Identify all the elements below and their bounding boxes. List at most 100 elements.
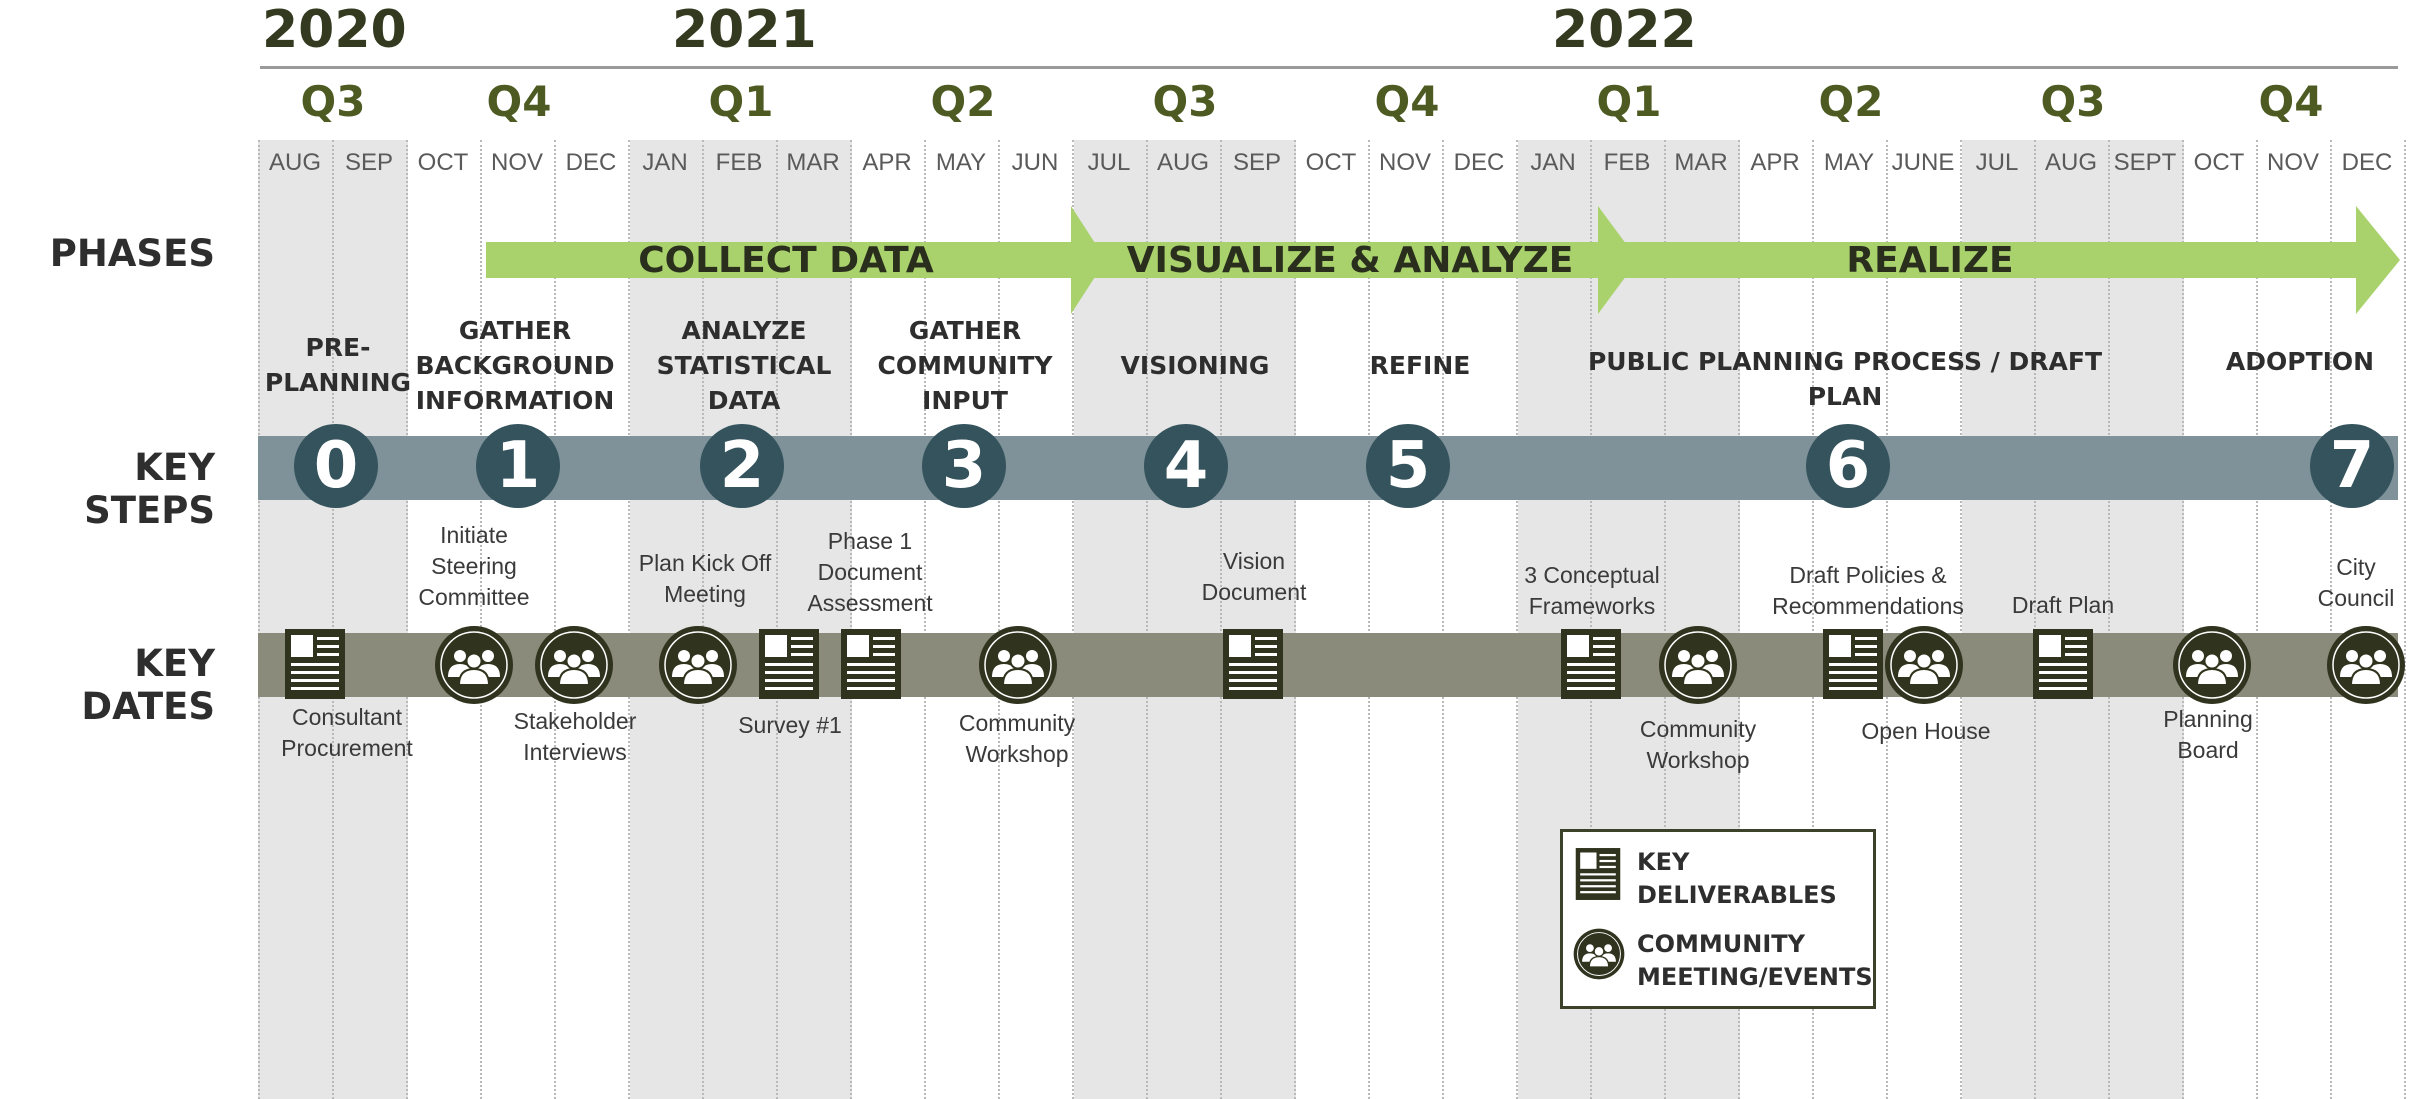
key-date-label: Open House [1861,718,1991,744]
step-circle: 7 [2310,424,2394,508]
month-gridline [1146,140,1148,1099]
month-label: MAR [786,149,840,176]
quarter-label: Q4 [486,77,552,126]
document-icon [2032,628,2094,700]
key-date-label: Phase 1 Document Assessment [807,528,933,616]
step-circle: 5 [1366,424,1450,508]
year-label: 2021 [672,0,817,60]
step-circle: 3 [922,424,1006,508]
document-icon [1222,628,1284,700]
step-circle: 0 [294,424,378,508]
month-label: FEB [715,149,763,176]
step-label: VISIONING [1120,350,1270,380]
key-date-label: Consultant Procurement [281,704,413,761]
month-gridline [1294,140,1296,1099]
month-gridline [1812,140,1814,1099]
month-label: NOV [1378,149,1431,176]
step-label: REFINE [1369,350,1471,380]
month-label: JUNE [1891,149,1955,176]
month-label: OCT [2193,149,2245,176]
month-label: APR [862,149,912,176]
quarter-band-2021-q3 [1074,140,1296,1099]
month-label: JUL [1975,149,2019,176]
month-gridline [628,140,630,1099]
month-label: JAN [1530,149,1576,176]
key-date-label: Community Workshop [1639,716,1757,773]
month-label: MAR [1674,149,1728,176]
quarter-label: Q2 [1818,77,1884,126]
month-gridline [1220,140,1222,1099]
key-date-label: City Council [2317,554,2395,611]
legend-label-deliverables: KEY DELIVERABLES [1637,848,1837,909]
document-icon [758,628,820,700]
legend: KEY DELIVERABLES COMMUNITY MEETING/EVENT… [1560,829,1876,1009]
people-icon [434,625,514,705]
quarter-label: Q3 [300,77,366,126]
phase-arrow-realize [1606,206,2400,314]
month-gridline [776,140,778,1099]
month-gridline [1442,140,1444,1099]
people-icon [534,625,614,705]
key-date-label: Draft Plan [2011,592,2115,618]
month-gridline [2330,140,2332,1099]
phase-arrow-collect-data [486,206,1106,314]
key-date-label: Vision Document [1201,548,1307,605]
document-icon [1575,846,1621,902]
month-label: NOV [490,149,543,176]
year-label: 2020 [262,0,407,60]
month-label: SEPT [2113,149,2177,176]
legend-label-meetings: COMMUNITY MEETING/EVENTS [1637,930,1873,991]
key-date-label: Community Workshop [958,710,1076,767]
month-gridline [1368,140,1370,1099]
people-icon [2326,625,2406,705]
quarter-band-2021-q1 [630,140,852,1099]
people-icon [658,625,738,705]
month-gridline [1590,140,1592,1099]
quarter-label: Q4 [2258,77,2324,126]
step-label: ANALYZE STATISTICAL DATA [656,315,832,415]
month-label: SEP [1232,149,1282,176]
quarter-label: Q3 [1152,77,1218,126]
month-label: DEC [565,149,617,176]
month-gridline [702,140,704,1099]
month-gridline [2256,140,2258,1099]
people-icon [2172,625,2252,705]
quarter-label: Q3 [2040,77,2106,126]
key-date-label: Plan Kick Off Meeting [638,550,772,607]
key-date-label: Initiate Steering Committee [418,522,530,610]
quarter-label: Q2 [930,77,996,126]
year-label: 2022 [1552,0,1697,60]
row-label-phases: PHASES [49,232,215,275]
quarter-label: Q4 [1374,77,1440,126]
month-gridline [554,140,556,1099]
month-gridline [332,140,334,1099]
month-gridline [924,140,926,1099]
month-label: OCT [417,149,469,176]
month-label: AUG [268,149,321,176]
month-gridline [850,140,852,1099]
row-label-key-dates: KEY DATES [81,642,215,728]
month-gridline [998,140,1000,1099]
key-date-label: Planning Board [2163,706,2253,763]
month-gridline [1664,140,1666,1099]
document-icon [840,628,902,700]
phase-label: REALIZE [1846,239,2014,281]
people-icon [978,625,1058,705]
month-gridline [480,140,482,1099]
step-label: PUBLIC PLANNING PROCESS / DRAFT PLAN [1587,347,2102,411]
month-label: FEB [1603,149,1651,176]
quarter-label: Q1 [1596,77,1662,126]
phase-label: COLLECT DATA [638,239,934,281]
month-gridline [258,140,260,1099]
step-label: ADOPTION [2225,347,2375,376]
key-date-label: Stakeholder Interviews [513,708,637,765]
month-gridline [1516,140,1518,1099]
people-icon [1573,928,1625,980]
month-gridline [1960,140,1962,1099]
people-icon [1884,625,1964,705]
month-label: JUL [1087,149,1131,176]
month-label: DEC [2341,149,2393,176]
month-label: OCT [1305,149,1357,176]
key-date-label: Survey #1 [738,712,842,738]
month-label: AUG [1156,149,1209,176]
